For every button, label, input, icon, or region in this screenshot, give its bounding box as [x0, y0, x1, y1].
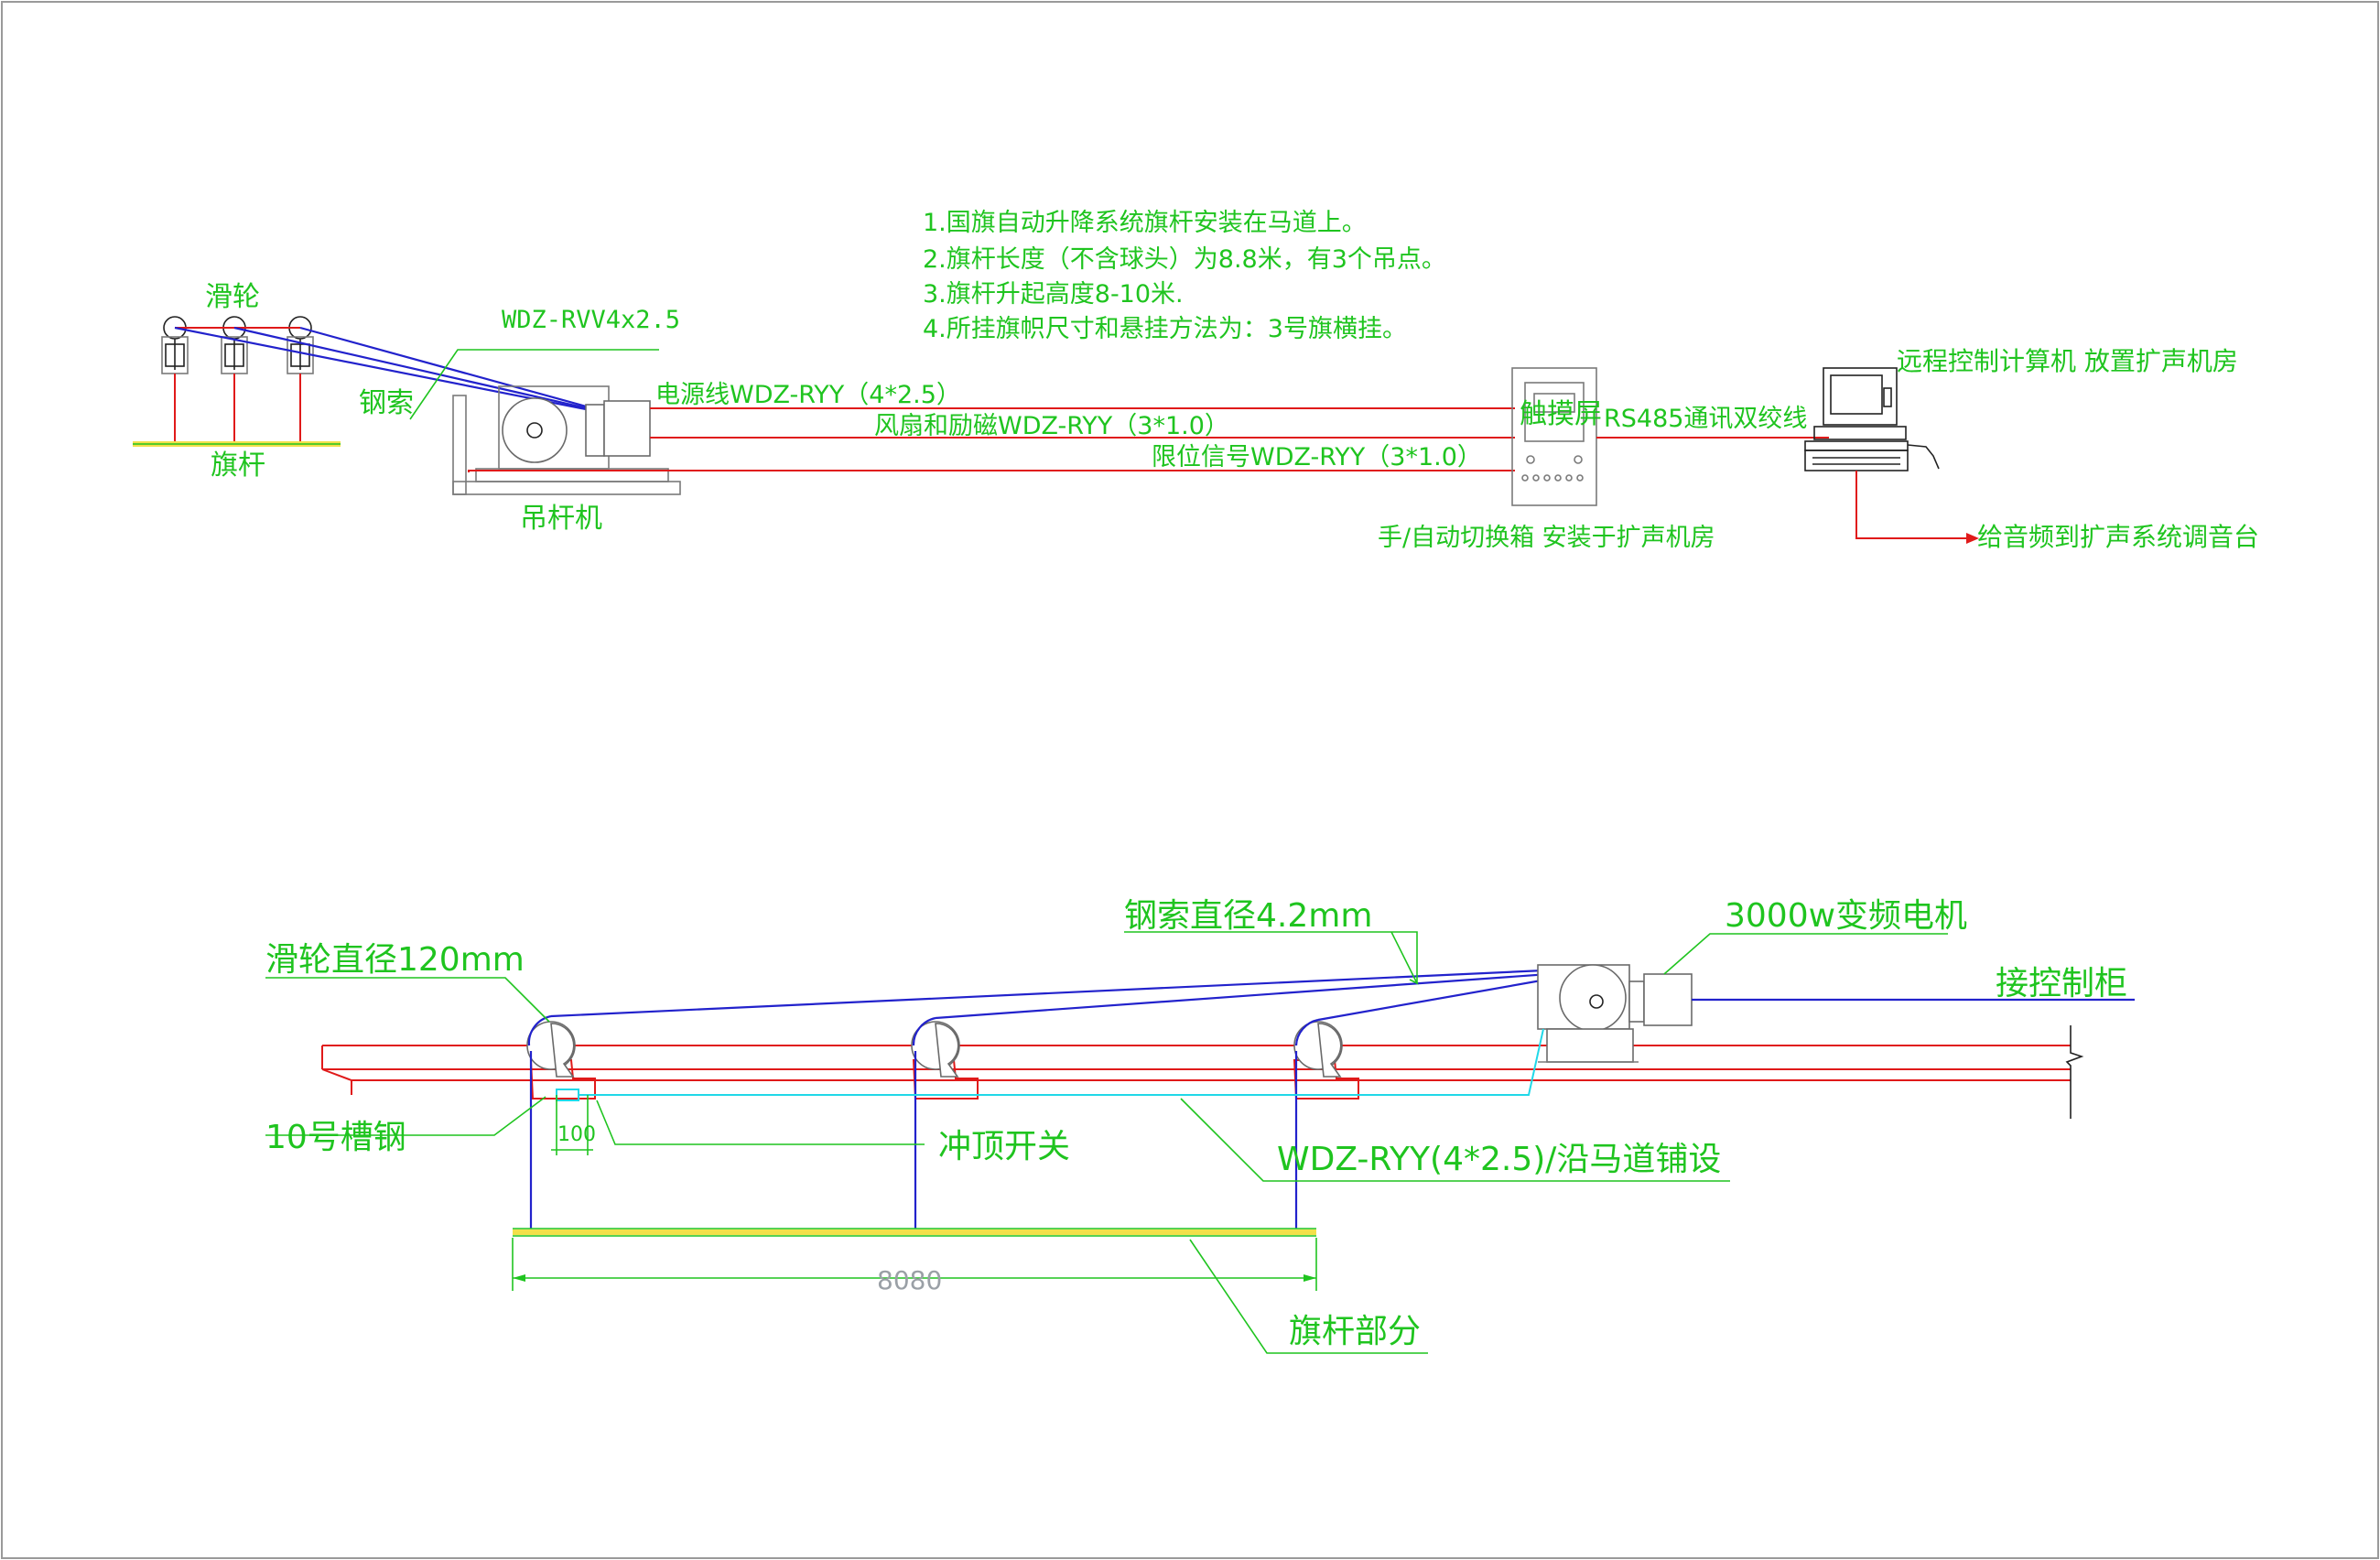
label-flagpole-part: 旗杆部分 [1289, 1313, 1421, 1350]
label-cable-dia: 钢索直径4.2mm [1124, 897, 1372, 935]
label-steel-cable: 钢索 [359, 387, 414, 419]
notes-block: 1.国旗自动升降系统旗杆安装在马道上。 2.旗杆长度（不含球头）为8.8米，有3… [923, 209, 1446, 343]
label-flagpole: 旗杆 [211, 450, 265, 482]
label-route: WDZ-RYY(4*2.5)/沿马道铺设 [1277, 1141, 1721, 1178]
computer-icon [1804, 367, 1940, 471]
switch-box [1511, 367, 1597, 506]
top-pulleys [133, 316, 600, 447]
label-control-cabinet: 接控制柜 [1996, 965, 2127, 1002]
label-winch: 吊杆机 [520, 503, 602, 535]
label-remote-pc: 远程控制计算机 放置扩声机房 [1897, 346, 2238, 376]
rail-pulley-1 [526, 1021, 596, 1100]
label-switch-box: 手/自动切换箱 安装于扩声机房 [1378, 524, 1715, 552]
label-top-switch: 冲顶开关 [938, 1128, 1070, 1165]
label-limit-line: 限位信号WDZ-RYY（3*1.0） [1152, 443, 1482, 471]
dim-100-text: 100 [557, 1123, 596, 1146]
winch-icon [452, 385, 681, 495]
note-2: 2.旗杆长度（不含球头）为8.8米，有3个吊点。 [923, 245, 1446, 274]
label-pulley-dia: 滑轮直径120mm [265, 941, 525, 979]
label-motor: 3000w变频电机 [1725, 897, 1967, 935]
motor-icon [1537, 964, 1693, 1063]
label-channel-steel: 10号槽钢 [265, 1119, 406, 1156]
dimension-8080: 8080 [512, 1238, 1317, 1295]
steel-cables [527, 967, 1585, 1229]
label-fan-line: 风扇和励磁WDZ-RYY（3*1.0） [874, 412, 1229, 440]
label-cable-spec: WDZ-RVV4x2.5 [502, 306, 680, 334]
rail-pulley-3 [1293, 1021, 1359, 1100]
note-1: 1.国旗自动升降系统旗杆安装在马道上。 [923, 209, 1367, 237]
label-pulley: 滑轮 [205, 281, 260, 313]
dimension-100: 100 [551, 1095, 596, 1155]
pulley-icon [221, 316, 248, 374]
pulley-icon [161, 316, 189, 374]
label-rs485: RS485通讯双绞线 [1604, 405, 1807, 433]
channel-steel-rail [321, 1025, 2084, 1119]
note-3: 3.旗杆升起高度8-10米. [923, 280, 1184, 309]
label-touchscreen: 触摸屏 [1520, 398, 1602, 430]
dim-8080-text: 8080 [877, 1265, 942, 1295]
rail-pulley-2 [911, 1021, 979, 1100]
arrow-icon [1966, 533, 1979, 544]
note-4: 4.所挂旗帜尺寸和悬挂方法为：3号旗横挂。 [923, 315, 1407, 343]
label-power-line: 电源线WDZ-RYY（4*2.5） [655, 381, 961, 409]
label-audio: 给音频到扩声系统调音台 [1977, 522, 2259, 552]
